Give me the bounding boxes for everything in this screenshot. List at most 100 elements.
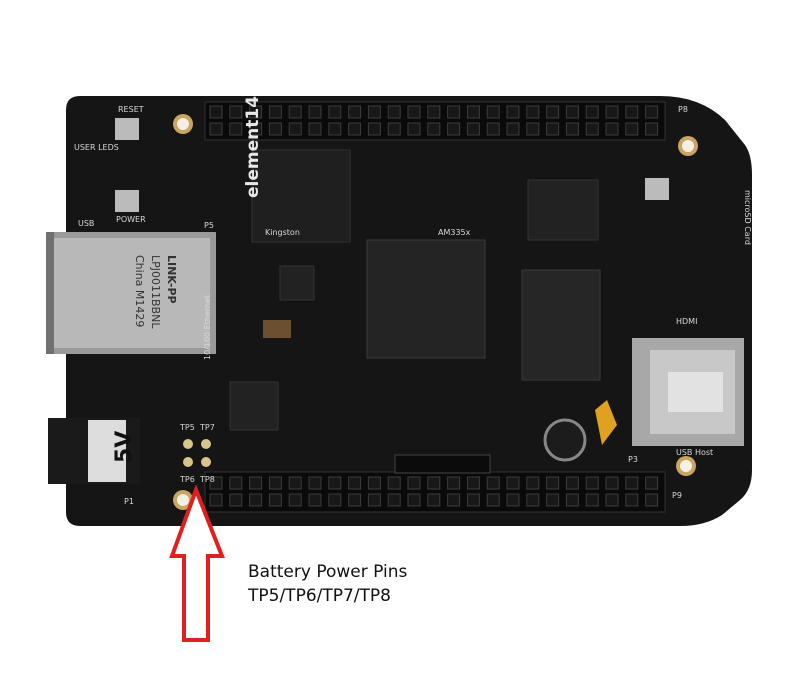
header-pin — [625, 476, 639, 490]
reset-button — [115, 118, 139, 140]
header-pin — [625, 493, 639, 507]
hdmi-chip — [527, 179, 599, 241]
header-pin — [565, 493, 579, 507]
header-pin — [585, 105, 599, 119]
svg-text:USER LEDS: USER LEDS — [74, 143, 119, 152]
header-pin — [447, 122, 461, 136]
header-pin — [268, 122, 282, 136]
header-pin — [348, 476, 362, 490]
header-pin — [486, 476, 500, 490]
header-pin — [605, 122, 619, 136]
header-pin — [526, 122, 540, 136]
svg-text:Kingston: Kingston — [265, 228, 300, 237]
header-pin — [229, 122, 243, 136]
svg-text:RESET: RESET — [118, 105, 144, 114]
svg-text:P8: P8 — [678, 105, 688, 114]
header-pin — [506, 122, 520, 136]
header-pin — [565, 105, 579, 119]
svg-text:LINK-PP: LINK-PP — [165, 255, 178, 304]
header-pin — [328, 105, 342, 119]
header-pin — [308, 476, 322, 490]
header-pin — [268, 105, 282, 119]
processor-chip — [366, 239, 486, 359]
header-pin — [308, 105, 322, 119]
header-pin — [625, 105, 639, 119]
header-pin — [565, 476, 579, 490]
header-pin — [209, 122, 223, 136]
svg-text:HDMI: HDMI — [676, 317, 697, 326]
emmc-chip — [521, 269, 601, 381]
header-pin — [546, 122, 560, 136]
header-pin — [348, 105, 362, 119]
header-pin — [427, 122, 441, 136]
header-pin — [546, 493, 560, 507]
header-pin — [288, 105, 302, 119]
header-pin — [249, 122, 263, 136]
header-pin — [229, 476, 243, 490]
header-pin — [605, 105, 619, 119]
header-pin — [328, 476, 342, 490]
header-pin — [506, 105, 520, 119]
header-pin — [407, 122, 421, 136]
header-pin — [387, 493, 401, 507]
header-pin — [526, 105, 540, 119]
header-pin — [268, 493, 282, 507]
svg-text:China M1429: China M1429 — [133, 255, 146, 327]
ram-chip — [251, 149, 351, 243]
power-button — [115, 190, 139, 212]
header-pin — [367, 476, 381, 490]
header-pin — [466, 122, 480, 136]
brand-logo: element14 — [243, 96, 263, 198]
header-pin — [605, 476, 619, 490]
header-pin — [249, 105, 263, 119]
header-pin — [466, 476, 480, 490]
boot-button — [645, 178, 669, 200]
header-pin — [328, 493, 342, 507]
header-pin — [645, 493, 659, 507]
serial-header-j1 — [394, 454, 491, 474]
svg-text:TP8: TP8 — [199, 475, 215, 484]
header-pin — [348, 122, 362, 136]
svg-text:TP7: TP7 — [199, 423, 215, 432]
header-pin — [249, 493, 263, 507]
header-p8 — [204, 101, 666, 141]
svg-text:POWER: POWER — [116, 215, 146, 224]
header-pin — [447, 105, 461, 119]
header-pin — [546, 476, 560, 490]
red-arrow — [169, 484, 225, 642]
header-pin — [506, 476, 520, 490]
svg-text:microSD Card: microSD Card — [743, 190, 752, 245]
header-pin — [348, 493, 362, 507]
header-pin — [585, 122, 599, 136]
header-pin — [367, 493, 381, 507]
header-pin — [466, 493, 480, 507]
header-pin — [605, 493, 619, 507]
header-pin — [229, 105, 243, 119]
caption-line-2: TP5/TP6/TP7/TP8 — [248, 586, 391, 606]
header-pin — [387, 476, 401, 490]
svg-text:AM335x: AM335x — [438, 228, 471, 237]
header-pin — [447, 493, 461, 507]
header-pin — [526, 493, 540, 507]
header-pin — [308, 493, 322, 507]
power-jack: 5V — [48, 418, 140, 484]
header-pin — [645, 105, 659, 119]
header-pin — [209, 476, 223, 490]
header-pin — [526, 476, 540, 490]
svg-text:P9: P9 — [672, 491, 682, 500]
svg-text:LPJ0011BBNL: LPJ0011BBNL — [149, 255, 162, 329]
svg-text:5V: 5V — [112, 431, 137, 463]
header-pin — [367, 122, 381, 136]
battery-test-points: TP5 TP7 TP6 TP8 — [179, 423, 215, 484]
header-pin — [229, 493, 243, 507]
header-pin — [407, 476, 421, 490]
header-pin — [288, 493, 302, 507]
svg-text:P5: P5 — [204, 221, 214, 230]
header-pin — [565, 122, 579, 136]
header-p9 — [204, 471, 666, 513]
ethernet-jack: LINK-PP LPJ0011BBNL China M1429 — [46, 232, 216, 354]
svg-text:P1: P1 — [124, 497, 134, 506]
header-pin — [387, 122, 401, 136]
header-pin — [209, 105, 223, 119]
